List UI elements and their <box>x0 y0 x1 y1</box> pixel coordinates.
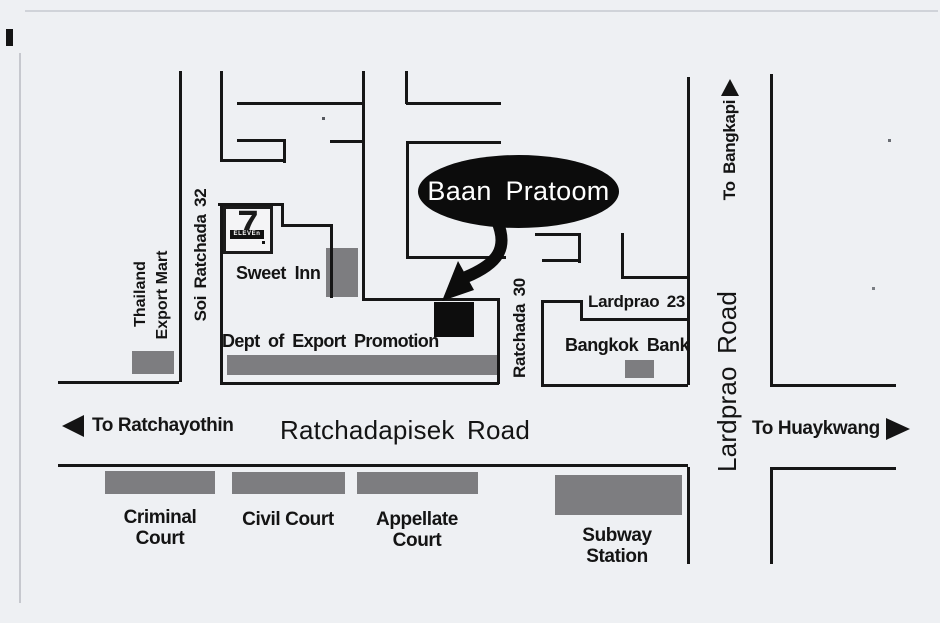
road-segment <box>330 224 333 298</box>
road-segment <box>58 464 688 467</box>
road-segment <box>406 256 506 259</box>
scan-fold-line <box>19 53 21 603</box>
road-segment <box>179 71 182 382</box>
destination-label: Baan Pratoom <box>427 176 610 206</box>
direction-to-huaykwang: To Huaykwang <box>752 418 910 440</box>
label-appellate-court: Appellate Court <box>376 509 458 551</box>
label-soi-ratchada-32: Soi Ratchada 32 <box>191 188 210 322</box>
road-segment <box>580 318 688 321</box>
label-ratchadapisek-road: Ratchadapisek Road <box>280 415 530 445</box>
label-dept-export-promotion: Dept of Export Promotion <box>222 331 439 351</box>
east-arrow-icon <box>885 418 910 440</box>
label-thailand: Thailand <box>132 261 149 327</box>
road-segment <box>283 139 286 163</box>
destination-callout: Baan Pratoom <box>418 155 619 228</box>
seven-eleven-dot <box>262 241 265 244</box>
scan-corner-mark <box>6 29 13 46</box>
bangkok-bank-building <box>625 360 654 378</box>
road-segment <box>535 233 580 236</box>
road-segment <box>281 224 331 227</box>
north-arrow-icon <box>721 79 739 96</box>
road-segment <box>406 141 501 144</box>
road-segment <box>405 71 408 104</box>
road-segment <box>58 381 179 384</box>
road-segment <box>330 140 363 143</box>
seven-eleven-band: ELEVEn <box>230 230 264 239</box>
scan-speck <box>322 117 325 120</box>
label-sweet-inn: Sweet Inn <box>236 263 321 283</box>
label-lardprao-23: Lardprao 23 <box>588 292 686 311</box>
road-segment <box>220 71 223 161</box>
label-export-mart: Export Mart <box>154 250 171 340</box>
civil-court-building <box>232 472 345 494</box>
dept-of-export-promotion-building <box>227 355 497 375</box>
label-to-huaykwang: To Huaykwang <box>752 418 880 439</box>
road-segment <box>406 141 409 257</box>
scan-top-line <box>25 10 938 12</box>
road-segment <box>687 467 690 564</box>
road-segment <box>237 102 362 105</box>
road-segment <box>541 300 581 303</box>
label-criminal-court: Criminal Court <box>123 507 197 549</box>
criminal-court-building <box>105 471 215 494</box>
road-segment <box>362 71 365 299</box>
road-segment <box>621 276 688 279</box>
label-bangkok-bank: Bangkok Bank <box>565 335 690 355</box>
road-segment <box>218 203 282 206</box>
road-segment <box>770 467 773 564</box>
destination-marker <box>434 302 474 337</box>
west-arrow-icon <box>62 415 84 437</box>
road-segment <box>281 203 284 226</box>
seven-eleven-icon: 7 ELEVEn <box>223 204 273 254</box>
label-to-bangkapi: To Bangkapi <box>720 99 739 201</box>
label-civil-court: Civil Court <box>242 509 334 530</box>
road-segment <box>220 203 223 383</box>
road-segment <box>542 259 579 262</box>
label-to-ratchayothin: To Ratchayothin <box>92 415 234 436</box>
road-segment <box>621 233 624 278</box>
direction-to-ratchayothin: To Ratchayothin <box>62 415 234 437</box>
subway-station-building <box>555 475 682 515</box>
label-ratchada-30: Ratchada 30 <box>510 278 529 378</box>
road-segment <box>541 384 688 387</box>
road-segment <box>770 467 896 470</box>
label-lardprao-road: Lardprao Road <box>712 290 742 472</box>
road-segment <box>687 77 690 385</box>
scan-speck <box>872 287 875 290</box>
road-segment <box>578 233 581 263</box>
road-segment <box>220 382 499 385</box>
thailand-export-mart-building <box>132 351 174 374</box>
road-segment <box>497 298 500 384</box>
road-segment <box>770 384 896 387</box>
label-subway-station: Subway Station <box>582 525 652 567</box>
appellate-court-building <box>357 472 478 494</box>
road-segment <box>541 300 544 384</box>
scan-speck <box>888 139 891 142</box>
road-segment <box>237 139 285 142</box>
road-segment <box>770 74 773 385</box>
road-segment <box>362 298 499 301</box>
road-segment <box>580 300 583 320</box>
road-segment <box>220 159 285 162</box>
road-segment <box>406 102 501 105</box>
